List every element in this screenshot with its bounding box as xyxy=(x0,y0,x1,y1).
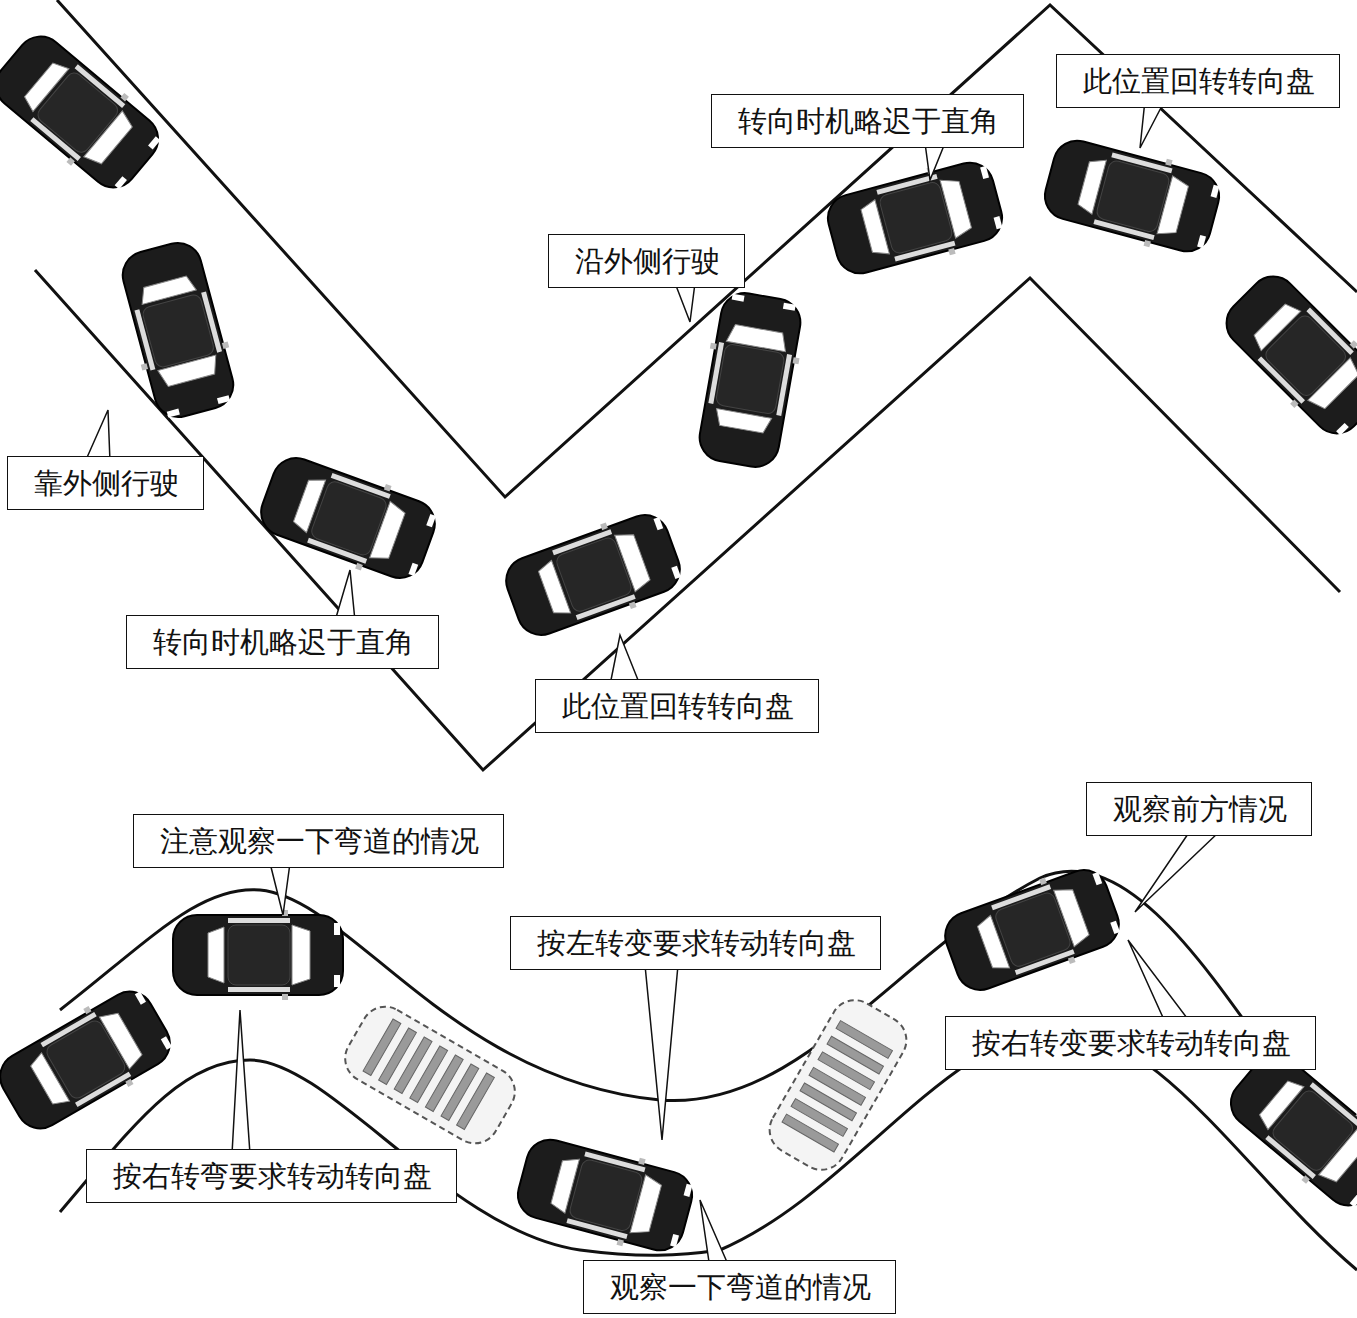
callout-text: 按右转变要求转动转向盘 xyxy=(972,1025,1289,1061)
road-edge xyxy=(57,0,1357,497)
car xyxy=(511,1130,699,1261)
callout-text: 此位置回转转向盘 xyxy=(562,688,792,724)
callout-pointer xyxy=(1135,831,1220,912)
car xyxy=(173,910,343,1000)
callout-text: 观察一下弯道的情况 xyxy=(610,1269,869,1305)
callout-text: 靠外侧行驶 xyxy=(34,465,177,501)
callout-text: 转向时机略迟于直角 xyxy=(738,103,997,139)
callout-box: 按右转弯要求转动转向盘 xyxy=(86,1149,457,1203)
callout-box: 注意观察一下弯道的情况 xyxy=(133,814,504,868)
callout-pointer xyxy=(610,635,640,685)
callout-pointer xyxy=(270,863,290,915)
callout-box: 转向时机略迟于直角 xyxy=(711,94,1024,148)
car xyxy=(1213,263,1357,447)
callout-pointer xyxy=(700,1200,730,1269)
car xyxy=(498,504,689,647)
car xyxy=(0,23,171,201)
callout-pointer xyxy=(925,143,945,180)
car xyxy=(1038,131,1226,262)
callout-box: 靠外侧行驶 xyxy=(7,456,204,510)
callout-text: 注意观察一下弯道的情况 xyxy=(160,823,477,859)
callout-text: 按右转弯要求转动转向盘 xyxy=(113,1158,430,1194)
callout-pointer xyxy=(335,570,355,621)
callout-box: 观察前方情况 xyxy=(1086,782,1312,836)
callout-text: 此位置回转转向盘 xyxy=(1083,63,1313,99)
car xyxy=(0,979,181,1142)
road-edge xyxy=(60,871,1357,1172)
car xyxy=(113,236,244,424)
callout-pointer xyxy=(645,965,678,1140)
callout-text: 按左转变要求转动转向盘 xyxy=(537,925,854,961)
car xyxy=(691,288,809,471)
callout-box: 转向时机略迟于直角 xyxy=(126,615,439,669)
car xyxy=(336,998,523,1152)
callout-box: 按右转变要求转动转向盘 xyxy=(945,1016,1316,1070)
car xyxy=(761,991,915,1178)
callout-text: 沿外侧行驶 xyxy=(575,243,718,279)
callout-box: 此位置回转转向盘 xyxy=(535,679,819,733)
car xyxy=(821,153,1009,284)
callout-pointer xyxy=(85,410,110,462)
callout-box: 此位置回转转向盘 xyxy=(1056,54,1340,108)
callout-pointer xyxy=(1128,940,1190,1022)
callout-box: 观察一下弯道的情况 xyxy=(583,1260,896,1314)
car xyxy=(253,447,444,590)
car xyxy=(937,859,1128,1002)
road-edge xyxy=(35,270,1340,770)
callout-box: 沿外侧行驶 xyxy=(548,234,745,288)
callout-text: 转向时机略迟于直角 xyxy=(153,624,412,660)
callout-text: 观察前方情况 xyxy=(1113,791,1285,827)
callout-pointer xyxy=(675,283,695,322)
callout-pointer xyxy=(232,1010,250,1154)
callout-box: 按左转变要求转动转向盘 xyxy=(510,916,881,970)
